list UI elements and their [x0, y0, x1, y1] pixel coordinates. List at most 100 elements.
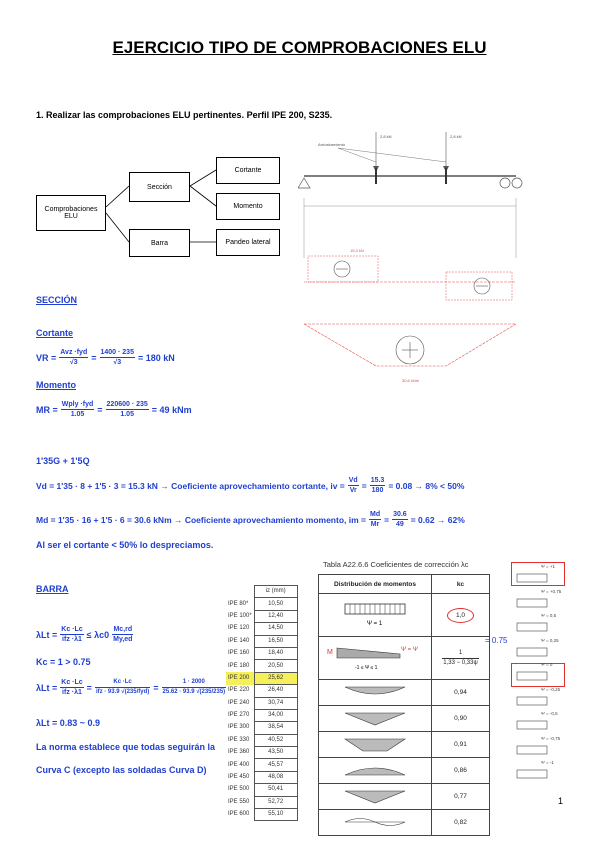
l2-eq: =: [86, 682, 92, 693]
profile-iz: 14,50: [253, 622, 298, 636]
l2-lhs: λLt =: [36, 682, 58, 693]
md-result: = 0.62 → 62%: [410, 514, 465, 525]
kc-condition: Kc = 1 > 0.75: [36, 657, 91, 667]
lambda-result: λLt = 0.83 ~ 0.9: [36, 718, 101, 728]
tree-cortante-box: Cortante: [216, 157, 280, 184]
l1-mid: ≤ λc0: [86, 629, 110, 640]
profile-iz: 12,40: [253, 609, 298, 624]
side-psi-item: Ψ = +1: [515, 564, 569, 589]
norma-line-1: La norma establece que todas seguirán la: [36, 742, 216, 752]
side-psi-label: Ψ = +0,75: [541, 588, 562, 594]
moment-label: 30,6 kNm: [402, 378, 420, 383]
profile-name: IPE 500: [228, 786, 250, 793]
profile-name: IPE 330: [228, 736, 250, 743]
mr-den: 1.05: [70, 411, 85, 418]
beam-diagram: 2,8 kN 2,8 kN Arriostramiento 15,3 kN 30…: [298, 132, 523, 383]
psi-range: -1 ≤ Ψ ≤ 1: [355, 665, 378, 671]
vr-lhs: VR =: [36, 352, 57, 363]
load-label-1: 2,8 kN: [380, 134, 392, 139]
l2-den2: ifz · 93.9 √(235/fyd): [95, 689, 150, 695]
vr-den2: √3: [113, 359, 122, 366]
profile-name: IPE 100*: [228, 612, 252, 619]
vd-result: = 0.08 → 8% < 50%: [388, 480, 465, 491]
dist-row-2: [318, 679, 432, 706]
mr-result: = 49 kNm: [151, 404, 192, 415]
vr-den: √3: [69, 359, 78, 366]
mr-lhs: MR =: [36, 404, 58, 415]
section-heading: SECCIÓN: [36, 295, 78, 305]
tree-root-label: Comprobaciones ELU: [44, 206, 98, 220]
vr-num: Avz ·fyd: [59, 349, 89, 358]
side-psi-label: Ψ = -0,75: [541, 735, 561, 741]
barra-heading: BARRA: [36, 584, 69, 594]
profile-name: IPE 140: [228, 637, 250, 644]
mr-den2: 1.05: [120, 411, 134, 418]
vr-num2: 1400 · 235: [99, 349, 135, 358]
page-number: 1: [557, 796, 563, 806]
md-den: Mr: [370, 521, 380, 528]
k-val-5: 0,86: [431, 757, 490, 784]
profile-iz: 10,50: [253, 597, 298, 611]
vd-line: Vd = 1'35 · 8 + 1'5 · 3 = 15.3 kN → Coef…: [36, 476, 464, 495]
k-frac-num: 1: [442, 649, 479, 659]
profile-iz: 25,62: [253, 671, 298, 686]
profile-row: IPE 100*12,40: [226, 609, 298, 624]
side-psi-item: Ψ = +0,75: [515, 589, 569, 614]
vd-num2: 15.3: [369, 477, 386, 486]
coef-col-dist: Distribución de momentos: [318, 574, 432, 594]
vr-result: = 180 kN: [137, 352, 175, 363]
profile-iz: 38,54: [253, 721, 298, 735]
l2-eq2: =: [153, 682, 159, 693]
profile-name: IPE 180: [228, 662, 250, 669]
l2-num2: Kc ·Lc: [94, 678, 151, 688]
side-psi-item: Ψ = 0: [515, 662, 569, 687]
l1-num2: Mc,rd: [112, 626, 134, 635]
dist-row-5: [318, 757, 432, 784]
l2-den3: 25.62 · 93.9 √(235/235): [162, 689, 226, 695]
profile-name: IPE 270: [228, 712, 250, 719]
side-psi-item: Ψ = -1: [515, 760, 569, 785]
decision-tree-lines: [105, 169, 217, 243]
profile-name: IPE 400: [228, 761, 250, 768]
vr-eq: =: [91, 352, 97, 363]
profile-name: IPE 220: [228, 687, 250, 694]
profile-iz: 43,50: [253, 746, 298, 760]
side-psi-box-1: [511, 562, 565, 586]
dist-uniform: Ψ = 1: [318, 593, 432, 637]
tree-seccion-label: Sección: [147, 183, 172, 191]
side-psi-item: Ψ = 0,25: [515, 638, 569, 663]
md-den2: 49: [395, 521, 404, 528]
profile-iz: 55,10: [253, 808, 298, 822]
tree-pandeo-label: Pandeo lateral: [225, 239, 271, 246]
shear-conclusion: Al ser el cortante < 50% lo despreciamos…: [36, 540, 214, 550]
profile-name: IPE 80*: [228, 600, 249, 607]
vd-den2: 180: [371, 487, 384, 494]
side-psi-item: Ψ = 0,5: [515, 613, 569, 638]
moment-diagram: 30,6 kNm: [303, 323, 517, 383]
k-val-0: 1,0: [431, 593, 490, 637]
profile-iz: 52,72: [253, 795, 298, 810]
k-val-6: 0,77: [431, 783, 490, 810]
profile-iz: 18,40: [253, 646, 298, 661]
side-psi-label: Ψ = -0,5: [541, 711, 558, 716]
psi-label: Ψ = 1: [367, 621, 383, 627]
tree-barra-box: Barra: [129, 229, 190, 257]
profile-iz: 16,50: [253, 634, 298, 648]
profile-name: IPE 450: [228, 774, 250, 781]
side-psi-label: Ψ = +1: [541, 564, 556, 569]
side-psi-item: Ψ = -0,5: [515, 711, 569, 736]
l2-num: Kc ·Lc: [60, 679, 84, 688]
dist-row-3: [318, 705, 432, 732]
